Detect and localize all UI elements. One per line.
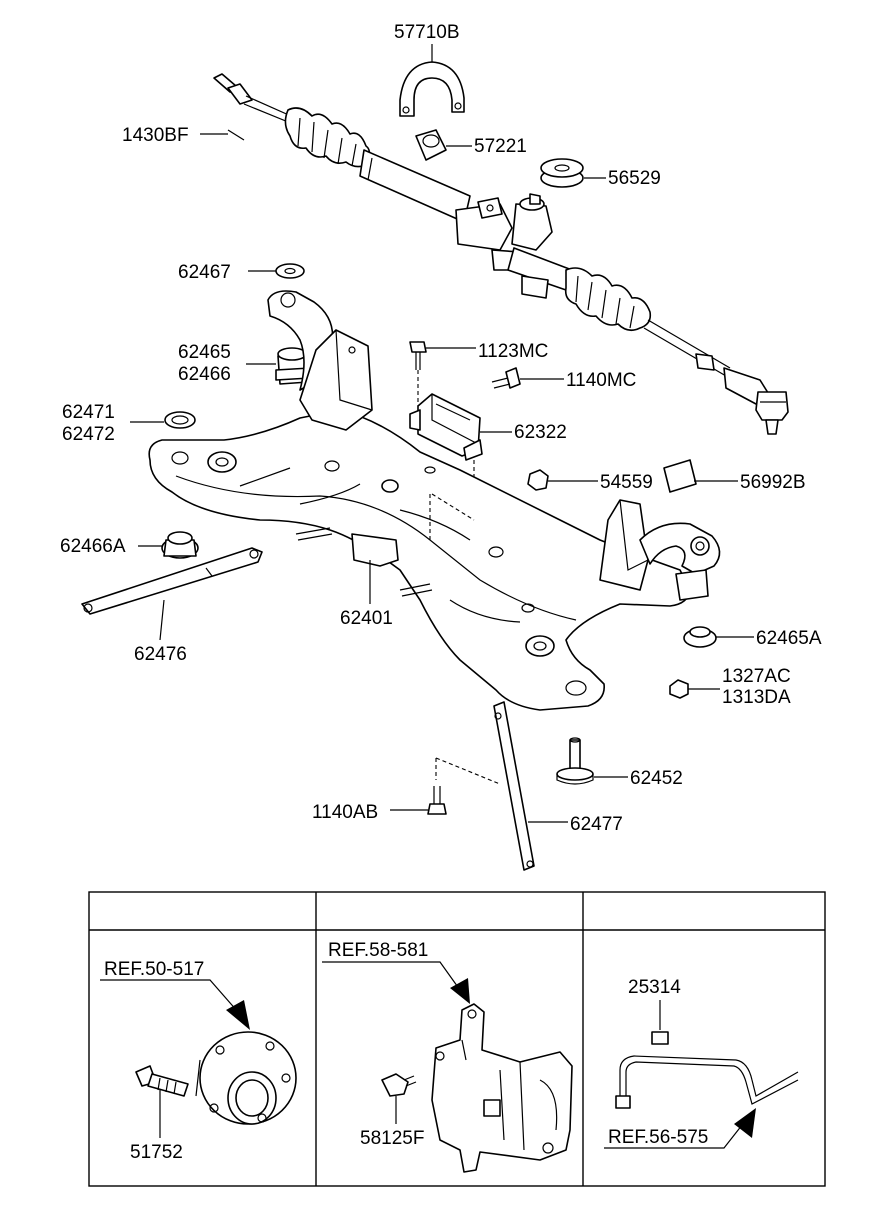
label-62466: 62466 xyxy=(178,364,231,385)
reference-table xyxy=(88,891,826,1187)
label-1430bf: 1430BF xyxy=(122,125,189,146)
subframe-crossmember xyxy=(148,290,721,711)
label-54559: 54559 xyxy=(600,472,653,493)
label-62465a: 62465A xyxy=(756,628,822,649)
ref-58-581: REF.58-581 xyxy=(328,940,428,961)
label-57221: 57221 xyxy=(474,136,527,157)
label-25314: 25314 xyxy=(628,977,681,998)
rack-bushing xyxy=(415,129,447,161)
nut-1327ac xyxy=(669,679,689,699)
ref-arrow-3 xyxy=(734,1108,756,1138)
label-62477: 62477 xyxy=(570,814,623,835)
label-1140mc: 1140MC xyxy=(566,370,636,391)
mount-bushing xyxy=(275,347,311,385)
label-62467: 62467 xyxy=(178,262,231,283)
label-62452: 62452 xyxy=(630,768,683,789)
clamp-bracket xyxy=(399,61,465,117)
washer-62467 xyxy=(275,263,305,279)
bolt-1140ab xyxy=(427,786,447,815)
steering-gear-box xyxy=(213,73,789,435)
part-labels: 57710B 1430BF 57221 56529 62467 62465 62… xyxy=(60,22,822,835)
label-62476: 62476 xyxy=(134,644,187,665)
ref-50-517: REF.50-517 xyxy=(104,959,204,980)
ref-arrow-2 xyxy=(450,978,470,1004)
bushing-62466a xyxy=(161,531,199,559)
label-51752: 51752 xyxy=(130,1142,183,1163)
label-1327ac: 1327AC xyxy=(722,666,791,687)
label-62401: 62401 xyxy=(340,608,393,629)
mounting-bracket-62322 xyxy=(409,393,483,461)
label-62465: 62465 xyxy=(178,342,231,363)
label-58125f: 58125F xyxy=(360,1128,424,1149)
label-62466a: 62466A xyxy=(60,536,126,557)
nut-54559 xyxy=(527,469,549,491)
brake-tube-cell: 25314 REF.56-575 xyxy=(604,977,799,1149)
ref-arrow-1 xyxy=(226,1000,250,1030)
label-1313da: 1313DA xyxy=(722,687,791,708)
label-56992b: 56992B xyxy=(740,472,806,493)
cotter-pin xyxy=(227,129,245,141)
label-62472: 62472 xyxy=(62,424,115,445)
label-1123mc: 1123MC xyxy=(478,341,548,362)
label-56529: 56529 xyxy=(608,168,661,189)
label-1140ab: 1140AB xyxy=(312,802,378,823)
bushing-62465a xyxy=(683,626,717,648)
bolt-1123mc xyxy=(409,341,427,370)
label-62322: 62322 xyxy=(514,422,567,443)
label-57710b: 57710B xyxy=(394,22,460,43)
caliper-cell: REF.58-581 58125F xyxy=(322,940,573,1173)
bolt-1140mc xyxy=(491,367,521,389)
ref-56-575: REF.56-575 xyxy=(608,1127,708,1148)
hub-cell: REF.50-517 51752 xyxy=(100,959,297,1163)
label-62471: 62471 xyxy=(62,402,115,423)
label-56992b xyxy=(663,459,697,493)
spacer-ring xyxy=(164,411,196,429)
seal-ring xyxy=(540,158,584,188)
stay-62477 xyxy=(493,701,535,871)
bolt-62452 xyxy=(556,737,594,785)
stay-62476 xyxy=(81,547,263,615)
